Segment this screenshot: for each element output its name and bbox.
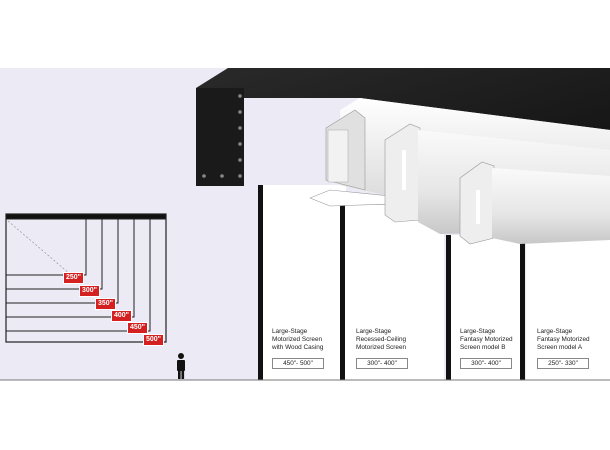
screen-fantasy-a <box>526 240 610 380</box>
size-tag-500: 500" <box>143 334 164 346</box>
label-line: Motorized Screen <box>272 336 323 343</box>
range-fantasy-b: 300"- 400" <box>460 358 512 369</box>
range-wood-casing: 450"- 500" <box>272 358 324 369</box>
screen-fantasy-b <box>450 235 520 380</box>
screen-wood-casing <box>262 185 346 380</box>
size-tag-350: 350" <box>95 298 116 310</box>
label-line: Fantasy Motorized <box>537 336 590 343</box>
size-tag-400: 400" <box>111 310 132 322</box>
range-recessed: 300"- 400" <box>356 358 408 369</box>
screen-recessed <box>346 205 444 380</box>
label-line: Large-Stage <box>537 328 573 335</box>
product-label-recessed: Large-Stage Recessed-Ceiling Motorized S… <box>356 328 436 352</box>
label-line: Recessed-Ceiling <box>356 336 407 343</box>
product-label-fantasy-b: Large-Stage Fantasy Motorized Screen mod… <box>460 328 540 352</box>
label-line: Large-Stage <box>272 328 308 335</box>
product-label-fantasy-a: Large-Stage Fantasy Motorized Screen mod… <box>537 328 607 352</box>
label-line: Motorized Screen <box>356 344 407 351</box>
label-line: Large-Stage <box>356 328 392 335</box>
label-line: Large-Stage <box>460 328 496 335</box>
fantasy-a-housing <box>459 161 610 245</box>
label-line: Screen model B <box>460 344 506 351</box>
label-line: Fantasy Motorized <box>460 336 513 343</box>
range-fantasy-a: 250"- 330" <box>537 358 589 369</box>
size-tag-300: 300" <box>79 285 100 297</box>
label-line: Screen model A <box>537 344 583 351</box>
label-line: with Wood Casing <box>272 344 324 351</box>
size-chart <box>5 213 167 343</box>
size-tag-450: 450" <box>127 322 148 334</box>
wood-casing <box>196 68 610 186</box>
size-tag-250: 250" <box>63 272 84 284</box>
person-silhouette <box>177 353 185 379</box>
product-label-wood-casing: Large-Stage Motorized Screen with Wood C… <box>272 328 352 352</box>
